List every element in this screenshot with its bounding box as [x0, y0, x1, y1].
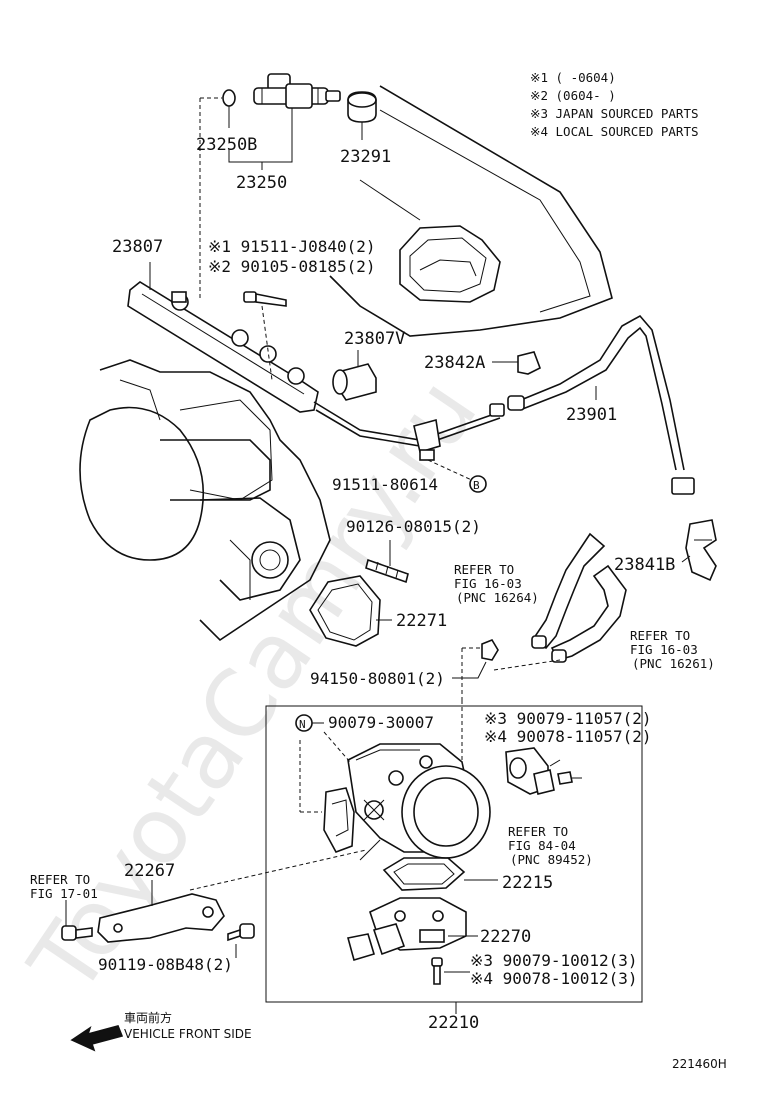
circle-n-label: N: [299, 718, 306, 731]
gasket-22271-drawing: [309, 575, 392, 647]
label-23291: 23291: [340, 147, 391, 167]
ref-fig84-line3: (PNC 89452): [510, 852, 593, 867]
bolt-90119-drawing: [61, 900, 255, 958]
throttle-sensor-drawing: [347, 897, 478, 962]
damper-23842a-drawing: [492, 351, 542, 375]
label-23842a: 23842A: [424, 353, 485, 373]
label-22271: 22271: [396, 611, 447, 631]
insulator-23807v-drawing: [332, 350, 377, 401]
label-90078-10012: ※4 90078-10012(3): [470, 969, 638, 988]
ref-fig17-line1: REFER TO: [30, 872, 90, 887]
ref-fig16-264-line3: (PNC 16264): [456, 590, 539, 605]
diagram-id: 221460H: [672, 1057, 727, 1071]
assembly-box-22210: [265, 705, 643, 1003]
clamp-drawing: [413, 418, 477, 483]
label-23807v: 23807V: [344, 329, 405, 349]
label-23250: 23250: [236, 173, 287, 193]
nut-94150-drawing: [452, 639, 561, 700]
gasket-22215-drawing: [382, 857, 498, 891]
label-91511-80614: 91511-80614: [332, 475, 438, 494]
clip-23841b-drawing: [681, 519, 717, 582]
leader-23250: [228, 108, 293, 163]
label-90126-08015: 90126-08015(2): [346, 517, 481, 536]
label-90079-30007: 90079-30007: [328, 713, 434, 732]
circle-b: [469, 475, 487, 493]
fuel-injector-drawing: [253, 73, 341, 109]
vehicle-front-jp: 車両前方: [124, 1010, 172, 1025]
ref-fig84-line1: REFER TO: [508, 824, 568, 839]
vehicle-front-arrow: [70, 1025, 124, 1052]
label-22267: 22267: [124, 861, 175, 881]
ref-fig16-261-line2: FIG 16-03: [630, 642, 698, 657]
label-90079-11057: ※3 90079-11057(2): [484, 709, 652, 728]
iac-valve-drawing: [505, 747, 582, 795]
throttle-body-drawing: [299, 700, 491, 861]
label-90119-08b48: 90119-08B48(2): [98, 955, 233, 974]
ref-fig16-261-line1: REFER TO: [630, 628, 690, 643]
note-2: ※2 (0604- ): [530, 88, 616, 103]
screw-90079-10012-drawing: [431, 957, 470, 985]
ref-fig84-line2: FIG 84-04: [508, 838, 576, 853]
engine-block-drawing: [79, 359, 331, 642]
o-ring-23250b: [222, 89, 236, 128]
bolt-91511-drawing: [243, 291, 287, 381]
ref-fig16-264-line2: FIG 16-03: [454, 576, 522, 591]
ref-fig17-line2: FIG 17-01: [30, 886, 98, 901]
notes-block: ※1 ( -0604) ※2 (0604- ) ※3 JAPAN SOURCED…: [530, 70, 699, 139]
note-3: ※3 JAPAN SOURCED PARTS: [530, 106, 699, 121]
stud-90126-drawing: [365, 540, 409, 584]
label-23250b: 23250B: [196, 135, 257, 155]
label-90078-11057: ※4 90078-11057(2): [484, 727, 652, 746]
vehicle-front-en: VEHICLE FRONT SIDE: [124, 1027, 252, 1041]
water-hoses-drawing: [531, 532, 627, 663]
label-23841b: 23841B: [614, 555, 675, 575]
bracket-22267-drawing: [97, 849, 367, 943]
label-23901: 23901: [566, 405, 617, 425]
note-1: ※1 ( -0604): [530, 70, 616, 85]
label-91511-j0840: ※1 91511-J0840(2): [208, 237, 376, 256]
ref-fig16-264-line1: REFER TO: [454, 562, 514, 577]
fuel-delivery-pipe-drawing: [127, 281, 505, 447]
label-94150-80801: 94150-80801(2): [310, 669, 445, 688]
label-22215: 22215: [502, 873, 553, 893]
label-22270: 22270: [480, 927, 531, 947]
note-4: ※4 LOCAL SOURCED PARTS: [530, 124, 699, 139]
circle-b-label: B: [473, 479, 480, 492]
ref-fig16-261-line3: (PNC 16261): [632, 656, 715, 671]
label-90079-10012: ※3 90079-10012(3): [470, 951, 638, 970]
label-22210: 22210: [428, 1013, 479, 1033]
label-23807: 23807: [112, 237, 163, 257]
fuel-hose-drawing: [507, 314, 695, 495]
engine-cover-drawing: [329, 85, 613, 337]
cap-23291-drawing: [347, 91, 377, 140]
label-90105-08185: ※2 90105-08185(2): [208, 257, 376, 276]
